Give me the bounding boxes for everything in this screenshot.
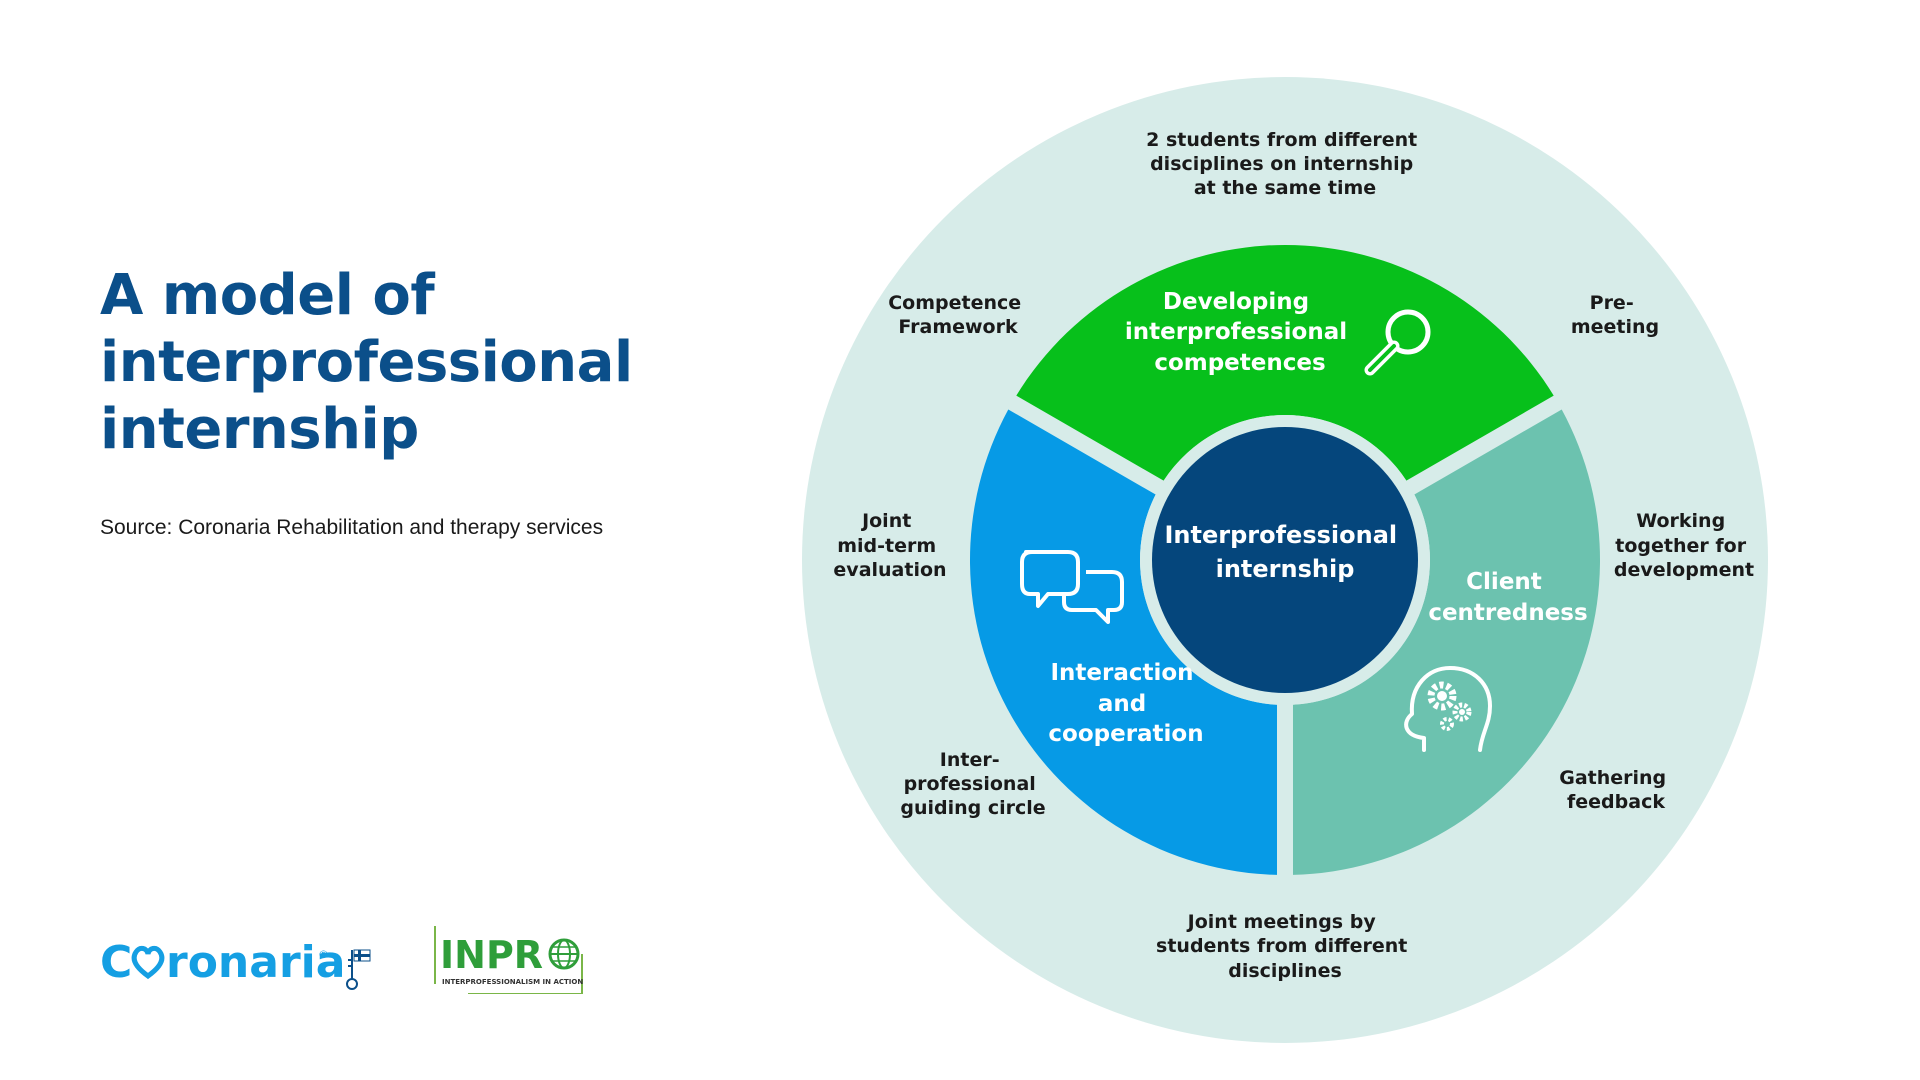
center-label-line-2: internship	[1216, 555, 1355, 583]
center-label: Interprofessional internship	[1165, 521, 1406, 583]
segment-developing-competences	[1016, 245, 1554, 481]
outer-item-bottom-right: Gathering feedback	[1559, 767, 1673, 813]
outer-item-bottom: Joint meetings by students from differen…	[1156, 911, 1414, 982]
outer-item-bottom-left: Inter- professional guiding circle	[900, 749, 1045, 819]
coronaria-logo: C ronaria ®	[100, 937, 371, 990]
segment-top-line-2: interprofessional	[1125, 319, 1347, 345]
center-label-line-1: Interprofessional	[1165, 521, 1398, 549]
segment-right-line-2: centredness	[1428, 600, 1587, 626]
segment-interaction-cooperation	[970, 409, 1278, 875]
inpro-logo: INPR INTERPROFESSIONALISM IN ACTION	[434, 926, 583, 994]
segment-top-line-3: competences	[1154, 350, 1325, 376]
head-gears-icon	[1404, 666, 1492, 752]
outer-item-right-line-2: together for	[1615, 535, 1746, 557]
segment-right-line-1: Client	[1466, 569, 1542, 595]
inpro-logo-text: INPR	[440, 933, 543, 977]
title-line-3: internship	[100, 397, 419, 462]
source-caption: Source: Coronaria Rehabilitation and the…	[100, 516, 604, 539]
outer-item-left-line-3: evaluation	[833, 559, 946, 581]
segment-top-label: Developing interprofessional competences	[1125, 289, 1355, 376]
magnifier-icon	[1364, 309, 1431, 376]
speech-bubbles-icon	[1020, 550, 1124, 624]
segment-right-label: Client centredness	[1428, 569, 1587, 626]
outer-item-top-line-3: at the same time	[1194, 177, 1376, 199]
coronaria-logo-text-end: ronaria	[166, 937, 345, 988]
outer-item-right: Working together for development	[1614, 510, 1754, 581]
outer-item-left-line-2: mid-term	[837, 535, 936, 557]
inpro-tagline: INTERPROFESSIONALISM IN ACTION	[442, 978, 583, 986]
outer-item-bottom-right-line-1: Gathering	[1559, 767, 1666, 789]
outer-item-top-left: Competence Framework	[888, 292, 1028, 338]
segment-client-centredness	[1292, 409, 1601, 875]
registered-mark: ®	[318, 948, 329, 961]
outer-item-bottom-right-line-2: feedback	[1567, 791, 1665, 813]
outer-item-bottom-left-line-2: professional	[904, 773, 1036, 795]
outer-item-bottom-left-line-1: Inter-	[940, 749, 1000, 771]
outer-item-bottom-left-line-3: guiding circle	[900, 797, 1045, 819]
segment-left-line-3: cooperation	[1048, 721, 1203, 747]
outer-item-top-left-line-2: Framework	[898, 316, 1018, 338]
page-title: A model of interprofessional internship	[100, 262, 720, 463]
outer-item-top-right: Pre- meeting	[1571, 292, 1659, 338]
outer-item-bottom-line-2: students from different	[1156, 935, 1407, 957]
outer-item-top: 2 students from different disciplines on…	[1146, 129, 1424, 199]
outer-item-top-right-line-1: Pre-	[1590, 292, 1634, 314]
segment-left-label: Interaction and cooperation	[1048, 660, 1203, 747]
coronaria-logo-text-start: C	[100, 937, 132, 988]
globe-icon	[548, 938, 580, 970]
outer-item-bottom-line-1: Joint meetings by	[1186, 911, 1377, 933]
heart-icon	[131, 945, 165, 980]
segment-left-line-2: and	[1098, 691, 1146, 717]
outer-item-top-right-line-2: meeting	[1571, 316, 1659, 338]
key-flag-icon	[346, 949, 371, 990]
outer-item-right-line-1: Working	[1636, 510, 1725, 532]
outer-item-top-line-2: disciplines on internship	[1150, 153, 1413, 175]
outer-item-right-line-3: development	[1614, 559, 1754, 581]
outer-item-left-line-1: Joint	[860, 510, 911, 532]
outer-item-left: Joint mid-term evaluation	[833, 510, 946, 581]
center-circle	[1152, 427, 1418, 693]
segment-top-line-1: Developing	[1163, 289, 1309, 315]
outer-item-top-line-1: 2 students from different	[1146, 129, 1417, 151]
title-line-1: A model of	[100, 263, 435, 328]
outer-item-bottom-line-3: disciplines	[1228, 960, 1342, 982]
title-line-2: interprofessional	[100, 330, 633, 395]
outer-item-top-left-line-1: Competence	[888, 292, 1021, 314]
segment-left-line-1: Interaction	[1050, 660, 1193, 686]
